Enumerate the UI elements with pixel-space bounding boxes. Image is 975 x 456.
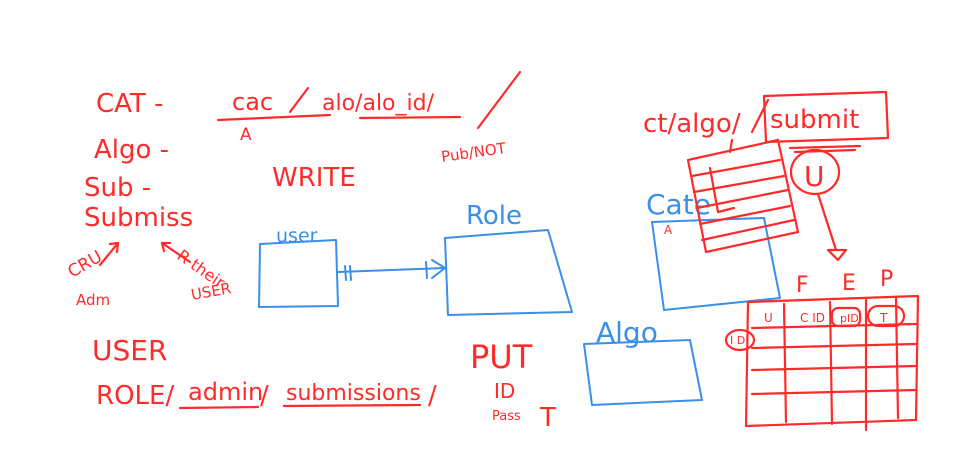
path-slash <box>750 98 770 134</box>
role-path-end: / <box>428 381 437 411</box>
id-circle <box>724 328 756 352</box>
u-scribble <box>788 144 862 154</box>
entity-cate-a: A <box>664 223 673 237</box>
table-header-e: E <box>842 271 856 296</box>
left-list-cat: CAT - <box>96 89 163 119</box>
write-label: WRITE <box>272 163 356 193</box>
relation-many-marker <box>425 259 446 279</box>
table-row-id: I D <box>730 334 745 347</box>
put-label: PUT <box>470 338 533 376</box>
route-slash-2 <box>476 70 522 130</box>
entity-role: Role <box>444 201 573 316</box>
submit-box <box>762 90 890 144</box>
entity-algo: Algo <box>583 316 703 406</box>
role-path-role: ROLE/ <box>96 381 174 411</box>
right-path-strokes <box>728 90 890 262</box>
t-highlight <box>866 304 906 328</box>
table-col-pid: pID <box>840 312 859 325</box>
entity-cate-label: Cate <box>646 188 711 221</box>
entity-role-label: Role <box>466 201 522 231</box>
relation-line <box>337 267 446 273</box>
red-sheet-lines <box>690 158 796 242</box>
route-underline <box>216 113 332 122</box>
entity-user-box <box>258 239 339 308</box>
left-list: CAT - Algo - Sub - Submiss CRU Adm R the… <box>65 89 233 309</box>
right-path-submit: submit <box>770 105 859 135</box>
left-list-arrows <box>98 241 192 267</box>
user-role-relation <box>337 259 446 281</box>
role-path-slash: / <box>260 381 269 411</box>
fep-table: F E P U C ID pID T I D <box>724 267 920 432</box>
put-pass: Pass <box>492 409 521 424</box>
red-sheet-outline <box>686 138 800 254</box>
sheet-connector <box>728 138 734 154</box>
route-a: A <box>240 125 252 145</box>
right-path-ct-algo: ct/algo/ <box>643 109 741 139</box>
left-list-sub: Sub - <box>84 173 151 203</box>
route-top-strokes <box>216 70 522 130</box>
arrow-up-left <box>98 241 120 267</box>
table-col-t: T <box>879 311 888 325</box>
table-row-lines <box>750 322 918 396</box>
arrow-up-right <box>160 241 192 264</box>
route-path: alo/alo_id/ <box>322 91 435 116</box>
admin-underline <box>178 405 260 410</box>
right-path-u: U <box>804 160 825 193</box>
entity-user: user <box>258 225 339 308</box>
table-col-u: U <box>764 311 773 325</box>
u-arrow-line <box>816 192 838 252</box>
left-list-algo: Algo - <box>94 135 169 165</box>
table-col-cid: C ID <box>800 311 825 325</box>
role-path-admin: admin <box>188 378 263 406</box>
put-id: ID <box>494 379 515 403</box>
put-t: T <box>539 403 556 433</box>
put-block: PUT ID Pass T <box>470 338 556 433</box>
left-list-user: USER <box>190 279 233 304</box>
bottom-left: USER ROLE/ admin / submissions / <box>92 334 437 411</box>
submissions-underline <box>282 403 422 408</box>
table-header-p: P <box>880 267 893 292</box>
bottom-left-strokes <box>178 403 422 410</box>
entity-algo-box <box>583 339 703 406</box>
route-pub-not: Pub/NOT <box>440 139 508 166</box>
pid-highlight <box>830 306 862 328</box>
route-slash-1 <box>288 86 310 114</box>
left-list-submiss: Submiss <box>84 203 193 233</box>
left-list-adm: Adm <box>76 291 110 309</box>
table-outline <box>744 294 920 428</box>
role-path-submissions: submissions <box>286 381 421 406</box>
red-sheet-mark <box>708 166 736 214</box>
right-path: ct/algo/ submit U <box>643 105 859 193</box>
bottom-user: USER <box>92 334 167 367</box>
table-column-lines <box>782 296 900 432</box>
u-arrow-head <box>826 248 848 262</box>
entity-cate: Cate A <box>646 188 781 311</box>
relation-one-marker <box>344 265 352 281</box>
u-circle <box>789 148 841 196</box>
route-top: cac A alo/alo_id/ Pub/NOT <box>232 88 508 166</box>
red-sheet <box>686 138 800 254</box>
route-id-underline <box>358 115 462 120</box>
route-cac: cac <box>232 88 273 116</box>
table-header-f: F <box>796 273 809 298</box>
entity-role-box <box>444 229 573 316</box>
